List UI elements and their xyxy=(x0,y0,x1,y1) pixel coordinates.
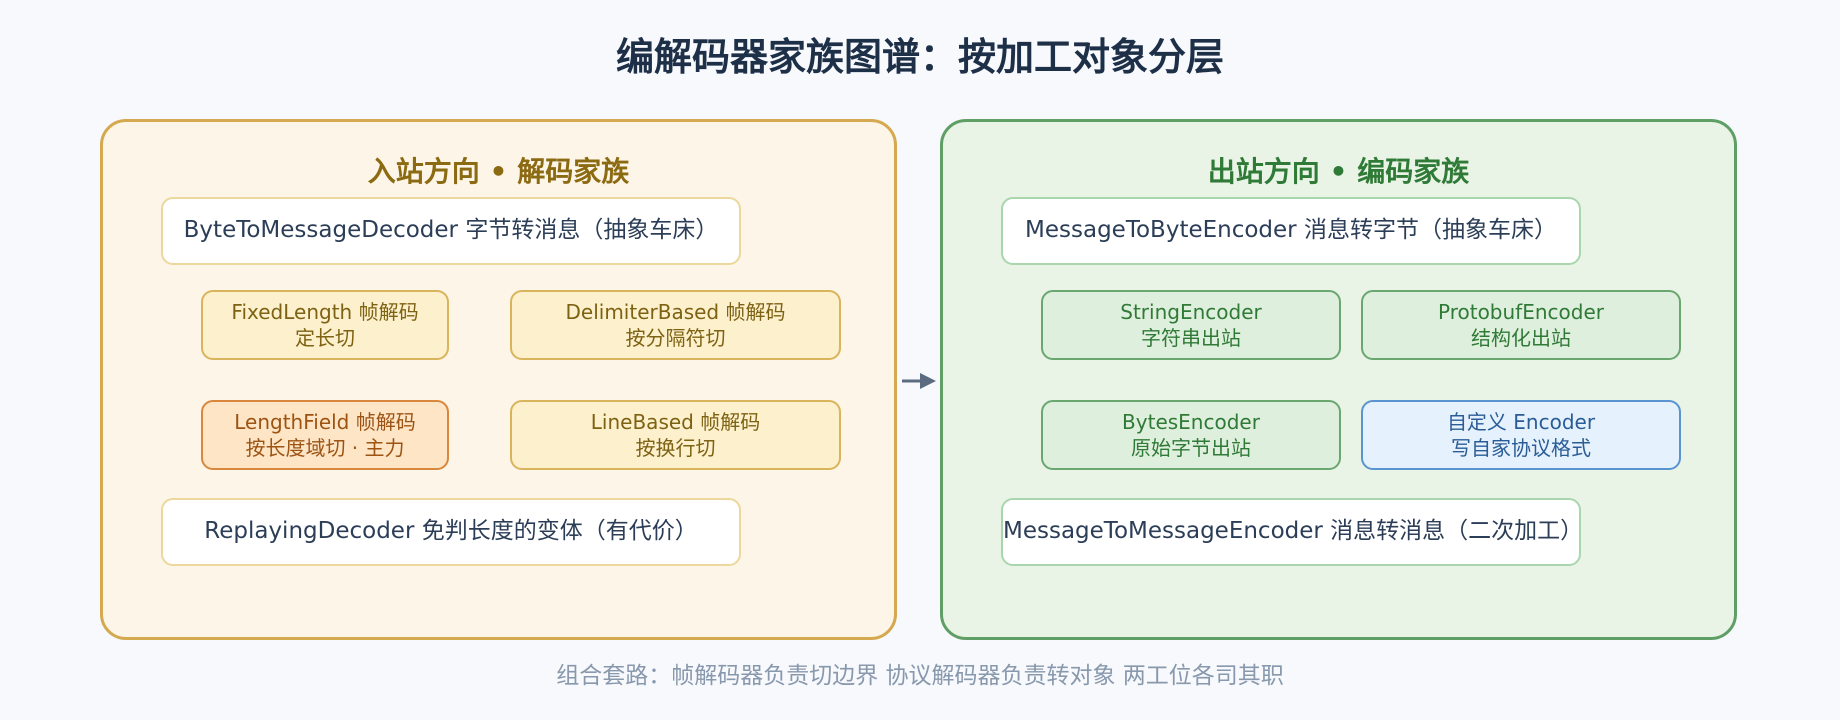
line-based-decoder-desc: 按换行切 xyxy=(635,436,716,460)
right-arrow-icon xyxy=(902,373,936,389)
custom-encoder-box: 自定义 Encoder 写自家协议格式 xyxy=(1361,400,1681,470)
decoder-panel-title: 入站方向 • 解码家族 xyxy=(367,155,630,188)
encoder-panel-title: 出站方向 • 编码家族 xyxy=(1207,155,1470,188)
message-to-byte-encoder-label: MessageToByteEncoder 消息转字节（抽象车床） xyxy=(1025,217,1557,244)
delimiter-based-decoder-desc: 按分隔符切 xyxy=(625,326,726,350)
length-field-decoder-desc: 按长度域切 · 主力 xyxy=(245,436,405,460)
decoder-family-panel: 入站方向 • 解码家族 ByteToMessageDecoder 字节转消息（抽… xyxy=(100,119,897,640)
length-field-decoder-name: LengthField 帧解码 xyxy=(234,410,416,434)
string-encoder-name: StringEncoder xyxy=(1120,300,1262,324)
custom-encoder-name: 自定义 Encoder xyxy=(1446,410,1596,434)
delimiter-based-decoder-box: DelimiterBased 帧解码 按分隔符切 xyxy=(510,290,841,360)
message-to-byte-encoder-box: MessageToByteEncoder 消息转字节（抽象车床） xyxy=(1001,197,1581,265)
bytes-encoder-box: BytesEncoder 原始字节出站 xyxy=(1041,400,1341,470)
bytes-encoder-desc: 原始字节出站 xyxy=(1131,436,1251,460)
fixed-length-decoder-desc: 定长切 xyxy=(295,326,355,350)
protobuf-encoder-box: ProtobufEncoder 结构化出站 xyxy=(1361,290,1681,360)
custom-encoder-desc: 写自家协议格式 xyxy=(1451,436,1591,460)
line-based-decoder-name: LineBased 帧解码 xyxy=(590,410,761,434)
length-field-decoder-box: LengthField 帧解码 按长度域切 · 主力 xyxy=(201,400,449,470)
string-encoder-desc: 字符串出站 xyxy=(1141,326,1241,350)
line-based-decoder-box: LineBased 帧解码 按换行切 xyxy=(510,400,841,470)
fixed-length-decoder-box: FixedLength 帧解码 定长切 xyxy=(201,290,449,360)
encoder-family-panel: 出站方向 • 编码家族 MessageToByteEncoder 消息转字节（抽… xyxy=(940,119,1737,640)
byte-to-message-decoder-label: ByteToMessageDecoder 字节转消息（抽象车床） xyxy=(183,217,719,244)
byte-to-message-decoder-box: ByteToMessageDecoder 字节转消息（抽象车床） xyxy=(161,197,741,265)
fixed-length-decoder-name: FixedLength 帧解码 xyxy=(231,300,419,324)
string-encoder-box: StringEncoder 字符串出站 xyxy=(1041,290,1341,360)
message-to-message-encoder-box: MessageToMessageEncoder 消息转消息（二次加工） xyxy=(1001,498,1584,566)
message-to-message-encoder-label: MessageToMessageEncoder 消息转消息（二次加工） xyxy=(1003,518,1584,545)
replaying-decoder-box: ReplayingDecoder 免判长度的变体（有代价） xyxy=(161,498,741,566)
protobuf-encoder-desc: 结构化出站 xyxy=(1471,326,1571,350)
protobuf-encoder-name: ProtobufEncoder xyxy=(1438,300,1604,324)
delimiter-based-decoder-name: DelimiterBased 帧解码 xyxy=(565,300,786,324)
diagram-title: 编解码器家族图谱：按加工对象分层 xyxy=(615,35,1224,79)
replaying-decoder-label: ReplayingDecoder 免判长度的变体（有代价） xyxy=(204,518,698,545)
bytes-encoder-name: BytesEncoder xyxy=(1122,410,1260,434)
footer-note: 组合套路：帧解码器负责切边界 协议解码器负责转对象 两工位各司其职 xyxy=(556,663,1284,689)
